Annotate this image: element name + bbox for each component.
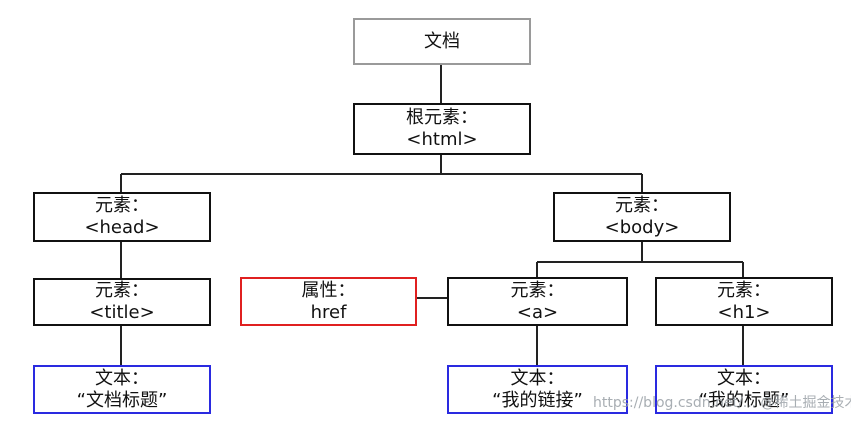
node-a-tag: <a> — [516, 301, 559, 323]
node-text-title-label: 文本： — [95, 367, 149, 389]
node-head: 元素： <head> — [33, 192, 211, 242]
node-root-html: 根元素： <html> — [353, 103, 531, 155]
node-h1-tag: <h1> — [717, 301, 771, 323]
node-title-label: 元素： — [95, 280, 149, 301]
node-body-label: 元素： — [615, 195, 669, 216]
node-text-link-label: 文本： — [510, 367, 565, 389]
node-body: 元素： <body> — [553, 192, 731, 242]
node-text-link-value: “我的链接” — [492, 389, 583, 411]
node-h1-label: 元素： — [717, 279, 771, 301]
node-document: 文档 — [353, 18, 531, 65]
node-text-title-value: “文档标题” — [76, 389, 168, 411]
node-root-label: 根元素： — [406, 107, 478, 128]
node-a: 元素： <a> — [447, 277, 628, 326]
node-a-label: 元素： — [510, 279, 565, 301]
node-attribute-label: 属性： — [301, 279, 356, 301]
node-title-tag: <title> — [89, 302, 155, 323]
node-text-h1-label: 文本： — [717, 367, 771, 389]
node-body-tag: <body> — [604, 217, 680, 238]
node-root-tag: <html> — [406, 129, 478, 150]
node-document-label: 文档 — [424, 30, 460, 52]
node-title: 元素： <title> — [33, 278, 211, 326]
node-text-title: 文本： “文档标题” — [33, 365, 211, 414]
node-head-tag: <head> — [84, 217, 160, 238]
node-text-h1: 文本： “我的标题” — [655, 365, 833, 414]
node-attribute-href: 属性： href — [240, 277, 417, 326]
node-h1: 元素： <h1> — [655, 277, 833, 326]
node-head-label: 元素： — [95, 195, 149, 216]
node-text-h1-value: “我的标题” — [698, 389, 790, 411]
node-text-link: 文本： “我的链接” — [447, 365, 628, 414]
node-attribute-name: href — [310, 301, 347, 323]
watermark: https://blog.csdn.net/... @稀土掘金技术社区 — [593, 395, 851, 411]
